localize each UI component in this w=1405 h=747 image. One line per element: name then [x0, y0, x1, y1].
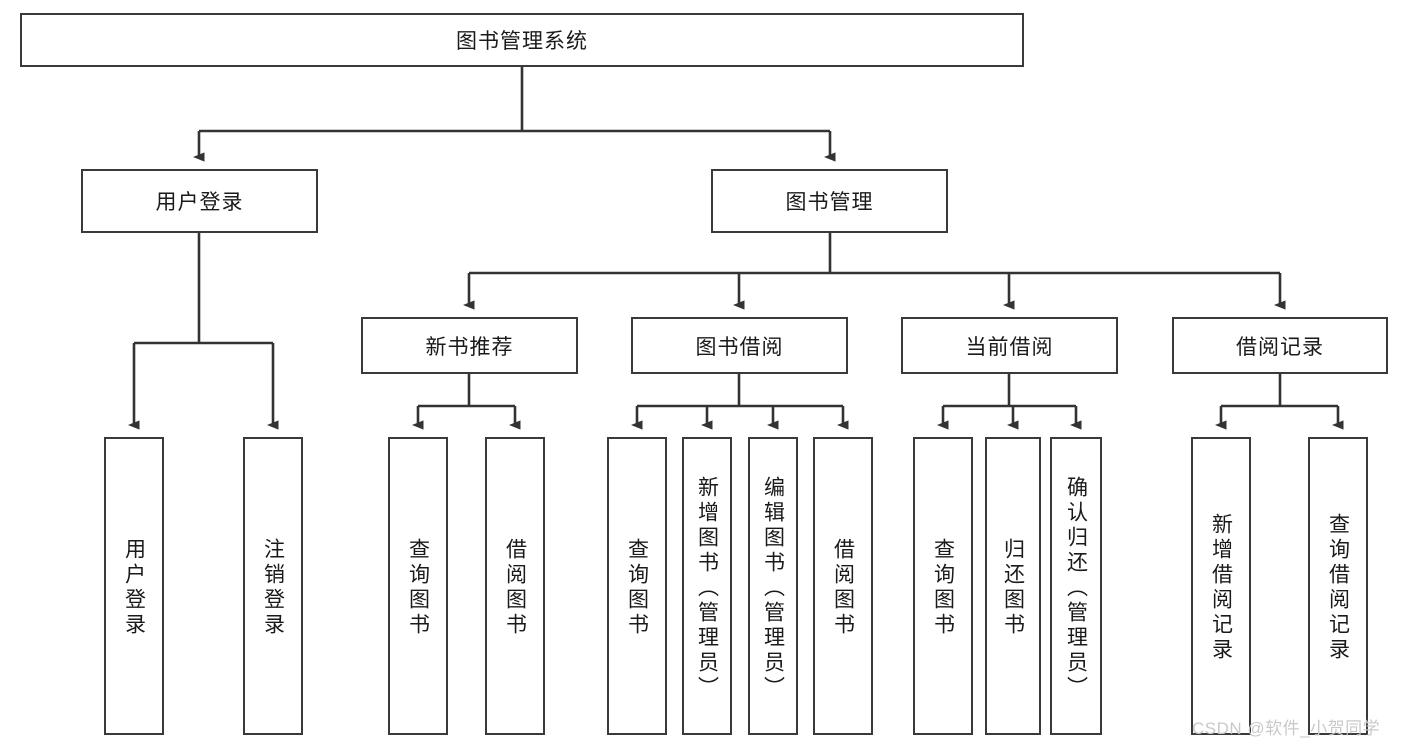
leaf-edit-book-admin[interactable]: 编辑图书（管理员） — [748, 437, 798, 735]
node-root[interactable]: 图书管理系统 — [20, 13, 1024, 67]
leaf-confirm-return-admin-label: 确认归还（管理员） — [1064, 475, 1088, 701]
leaf-add-borrow-record-label: 新增借阅记录 — [1209, 513, 1233, 663]
node-borrow-records[interactable]: 借阅记录 — [1172, 317, 1388, 374]
leaf-query-book-recommend[interactable]: 查询图书 — [388, 437, 448, 735]
node-new-book-recommend[interactable]: 新书推荐 — [361, 317, 578, 374]
leaf-logout-label: 注销登录 — [261, 538, 285, 638]
leaf-edit-book-admin-label: 编辑图书（管理员） — [761, 475, 785, 701]
node-current-borrow-label: 当前借阅 — [965, 335, 1054, 359]
node-book-borrow-label: 图书借阅 — [695, 335, 784, 359]
node-borrow-records-label: 借阅记录 — [1236, 335, 1324, 359]
node-book-management-label: 图书管理 — [785, 191, 874, 214]
leaf-query-book-borrow-label: 查询图书 — [625, 538, 649, 638]
leaf-borrow-book-recommend-label: 借阅图书 — [503, 538, 527, 638]
leaf-borrow-book-recommend[interactable]: 借阅图书 — [485, 437, 545, 735]
node-user-login-label: 用户登录 — [155, 191, 244, 214]
leaf-query-borrow-record[interactable]: 查询借阅记录 — [1308, 437, 1368, 735]
leaf-add-book-admin[interactable]: 新增图书（管理员） — [682, 437, 732, 735]
node-book-borrow[interactable]: 图书借阅 — [631, 317, 848, 374]
node-book-management[interactable]: 图书管理 — [711, 169, 948, 233]
node-current-borrow[interactable]: 当前借阅 — [901, 317, 1118, 374]
leaf-return-book-label: 归还图书 — [1001, 538, 1025, 638]
leaf-query-book-current[interactable]: 查询图书 — [913, 437, 973, 735]
leaf-confirm-return-admin[interactable]: 确认归还（管理员） — [1050, 437, 1102, 735]
leaf-borrow-book[interactable]: 借阅图书 — [813, 437, 873, 735]
leaf-add-book-admin-label: 新增图书（管理员） — [695, 475, 719, 701]
node-new-book-recommend-label: 新书推荐 — [425, 335, 514, 359]
leaf-query-book-recommend-label: 查询图书 — [406, 538, 430, 638]
leaf-logout[interactable]: 注销登录 — [243, 437, 303, 735]
leaf-query-borrow-record-label: 查询借阅记录 — [1326, 513, 1350, 663]
leaf-query-book-current-label: 查询图书 — [931, 538, 955, 638]
leaf-add-borrow-record[interactable]: 新增借阅记录 — [1191, 437, 1251, 735]
leaf-borrow-book-label: 借阅图书 — [831, 538, 855, 638]
node-user-login[interactable]: 用户登录 — [81, 169, 318, 233]
watermark: CSDN @软件_小贺同学 — [1192, 719, 1381, 738]
leaf-user-login[interactable]: 用户登录 — [104, 437, 164, 735]
leaf-user-login-label: 用户登录 — [122, 538, 146, 638]
leaf-return-book[interactable]: 归还图书 — [985, 437, 1041, 735]
leaf-query-book-borrow[interactable]: 查询图书 — [607, 437, 667, 735]
node-root-label: 图书管理系统 — [456, 30, 588, 53]
